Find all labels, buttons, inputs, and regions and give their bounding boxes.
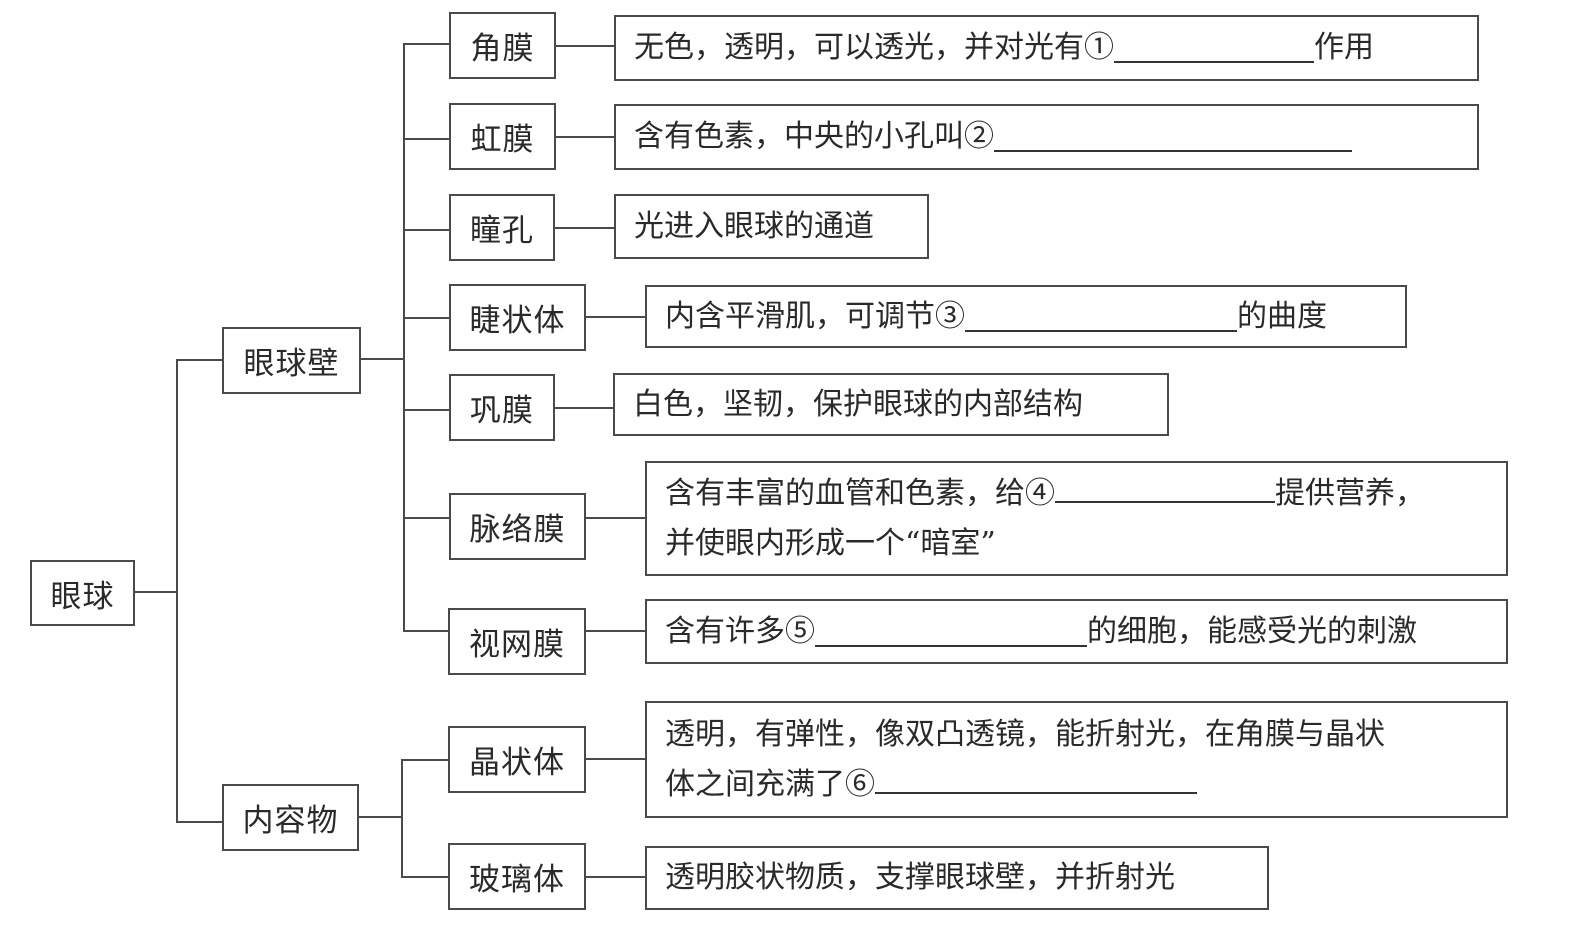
- connector: [554, 407, 614, 409]
- desc-text: 提供营养，: [1275, 475, 1425, 511]
- node-label: 内容物: [242, 803, 339, 839]
- part-node-ciliary-body: 睫状体: [449, 284, 586, 351]
- node-label: 眼球: [50, 578, 115, 615]
- connector: [360, 358, 405, 360]
- answer-blank-2[interactable]: [994, 122, 1352, 152]
- part-node-retina: 视网膜: [448, 608, 586, 675]
- desc-text: 作用: [1314, 30, 1374, 65]
- desc-text: 光进入眼球的通道: [634, 208, 874, 244]
- node-label: 眼球壁: [243, 346, 340, 382]
- desc-lens: 透明，有弹性，像双凸透镜，能折射光，在角膜与晶状 体之间充满了⑥: [645, 701, 1508, 818]
- desc-ciliary-body: 内含平滑肌，可调节③ 的曲度: [645, 285, 1407, 348]
- desc-text: 内含平滑肌，可调节③: [665, 298, 965, 334]
- node-label: 玻璃体: [469, 862, 565, 898]
- part-node-pupil: 瞳孔: [449, 194, 555, 261]
- desc-text: 无色，透明，可以透光，并对光有①: [634, 30, 1114, 65]
- desc-pupil: 光进入眼球的通道: [614, 194, 929, 259]
- connector: [176, 821, 223, 823]
- desc-text-line2: 并使眼内形成一个“暗室”: [665, 525, 996, 561]
- desc-sclera: 白色，坚韧，保护眼球的内部结构: [613, 373, 1169, 436]
- connector: [134, 591, 178, 593]
- desc-choroid: 含有丰富的血管和色素，给④ 提供营养， 并使眼内形成一个“暗室”: [645, 461, 1508, 576]
- connector: [403, 317, 450, 319]
- node-label: 虹膜: [470, 122, 535, 158]
- node-label: 晶状体: [469, 745, 565, 781]
- connector: [403, 409, 450, 411]
- answer-blank-6[interactable]: [875, 764, 1197, 794]
- desc-text: 含有色素，中央的小孔叫②: [634, 119, 994, 154]
- answer-blank-3[interactable]: [965, 302, 1237, 332]
- connector: [555, 136, 615, 138]
- node-label: 视网膜: [469, 627, 565, 663]
- answer-blank-4[interactable]: [1055, 473, 1275, 503]
- desc-cornea: 无色，透明，可以透光，并对光有① 作用: [614, 15, 1479, 81]
- connector: [555, 45, 615, 47]
- desc-text: 含有丰富的血管和色素，给④: [665, 475, 1055, 511]
- desc-text: 含有许多⑤: [665, 613, 815, 649]
- desc-retina: 含有许多⑤ 的细胞，能感受光的刺激: [645, 599, 1508, 664]
- connector: [585, 758, 646, 760]
- desc-text: 的细胞，能感受光的刺激: [1087, 613, 1417, 649]
- desc-text-line2: 体之间充满了⑥: [665, 766, 875, 802]
- root-node-eyeball: 眼球: [30, 560, 135, 626]
- desc-text: 白色，坚韧，保护眼球的内部结构: [633, 386, 1083, 422]
- connector: [403, 43, 450, 45]
- part-node-iris: 虹膜: [449, 103, 556, 170]
- node-label: 睫状体: [469, 303, 566, 339]
- connector: [403, 229, 450, 231]
- desc-text: 的曲度: [1237, 298, 1327, 334]
- desc-text: 透明胶状物质，支撑眼球壁，并折射光: [665, 860, 1175, 895]
- node-label: 巩膜: [470, 393, 534, 429]
- group-node-eyeball-wall: 眼球壁: [222, 327, 361, 394]
- connector: [401, 759, 403, 877]
- desc-text: 透明，有弹性，像双凸透镜，能折射光，在角膜与晶状: [665, 716, 1385, 752]
- part-node-choroid: 脉络膜: [449, 493, 586, 560]
- part-node-vitreous: 玻璃体: [448, 843, 586, 910]
- connector: [585, 630, 646, 632]
- connector: [554, 227, 615, 229]
- connector: [585, 316, 646, 318]
- connector: [176, 359, 223, 361]
- desc-iris: 含有色素，中央的小孔叫②: [614, 104, 1479, 170]
- connector: [585, 517, 646, 519]
- part-node-lens: 晶状体: [448, 726, 586, 793]
- connector: [358, 816, 403, 818]
- connector: [403, 517, 450, 519]
- connector: [401, 759, 449, 761]
- connector: [176, 359, 178, 823]
- connector: [403, 630, 450, 632]
- group-node-contents: 内容物: [222, 784, 359, 851]
- desc-vitreous: 透明胶状物质，支撑眼球壁，并折射光: [645, 846, 1269, 910]
- connector: [403, 43, 405, 631]
- node-label: 角膜: [470, 31, 535, 67]
- connector: [585, 876, 646, 878]
- node-label: 脉络膜: [469, 512, 566, 548]
- part-node-cornea: 角膜: [449, 12, 556, 79]
- connector: [401, 876, 449, 878]
- answer-blank-5[interactable]: [815, 617, 1087, 647]
- part-node-sclera: 巩膜: [449, 374, 555, 441]
- answer-blank-1[interactable]: [1114, 33, 1314, 63]
- node-label: 瞳孔: [470, 213, 534, 249]
- connector: [403, 138, 450, 140]
